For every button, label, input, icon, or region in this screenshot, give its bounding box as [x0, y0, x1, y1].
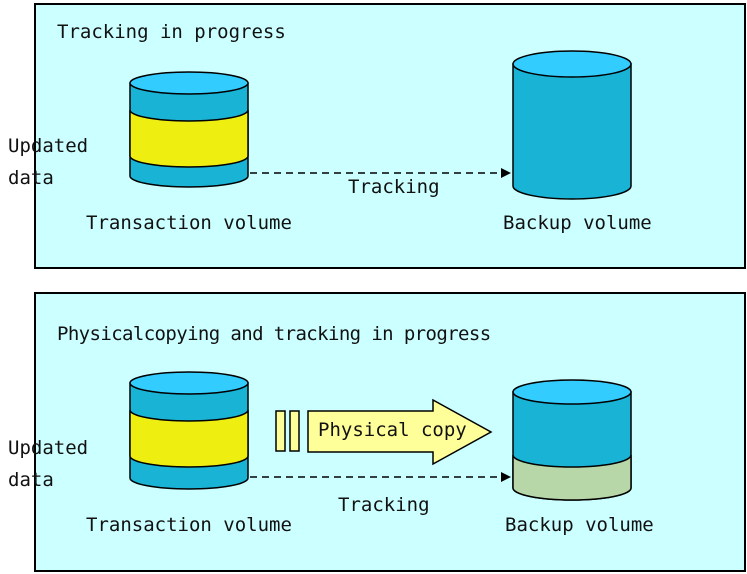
panel-title: Tracking in progress [57, 21, 286, 43]
transaction-volume-cylinder [129, 71, 249, 188]
backup-volume-label: Backup volume [503, 212, 652, 234]
panel-title: Physicalcopying and tracking in progress [57, 323, 491, 345]
copied-data-band [512, 454, 632, 501]
updated-data-label: Updated data [8, 135, 89, 189]
transaction-volume-cylinder [129, 371, 249, 490]
transaction-volume-label: Transaction volume [86, 212, 292, 234]
copy-stream-bar [289, 410, 300, 452]
backup-volume-cylinder [512, 50, 632, 200]
backup-volume-label: Backup volume [505, 514, 654, 536]
updated-data-label: Updated data [8, 437, 89, 491]
copy-stream-bar [275, 410, 286, 452]
physical-copy-arrow [307, 398, 493, 466]
backup-volume-cylinder [512, 379, 632, 501]
tracking-label: Tracking [348, 176, 440, 198]
physical-copy-label: Physical copy [318, 419, 467, 441]
updated-data-band [129, 109, 249, 168]
updated-data-band [129, 409, 249, 468]
tracking-label: Tracking [338, 494, 430, 516]
transaction-volume-label: Transaction volume [86, 514, 292, 536]
